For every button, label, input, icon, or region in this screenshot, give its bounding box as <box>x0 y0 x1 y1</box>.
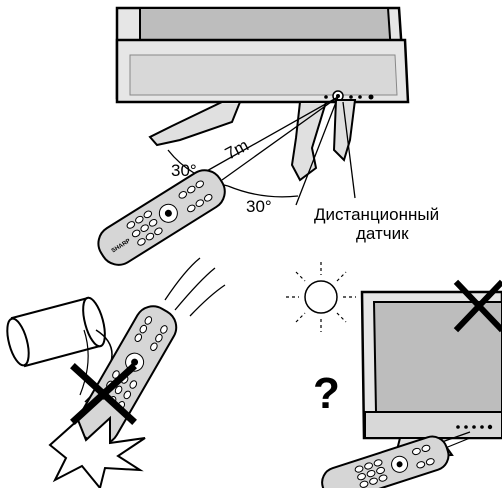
motion-lines <box>165 258 225 316</box>
remote-bottom-right <box>318 433 452 488</box>
sun-icon <box>286 262 356 332</box>
remote-top: SHARP <box>92 163 232 271</box>
tv-bottom <box>362 292 502 458</box>
question-mark: ? <box>313 369 340 418</box>
angle-right-label: 30° <box>246 197 272 216</box>
sensor-label-line2: датчик <box>356 224 409 243</box>
sensor-label-line1: Дистанционный <box>314 205 439 224</box>
impact-burst-icon <box>50 418 145 488</box>
tv-top <box>117 8 408 180</box>
